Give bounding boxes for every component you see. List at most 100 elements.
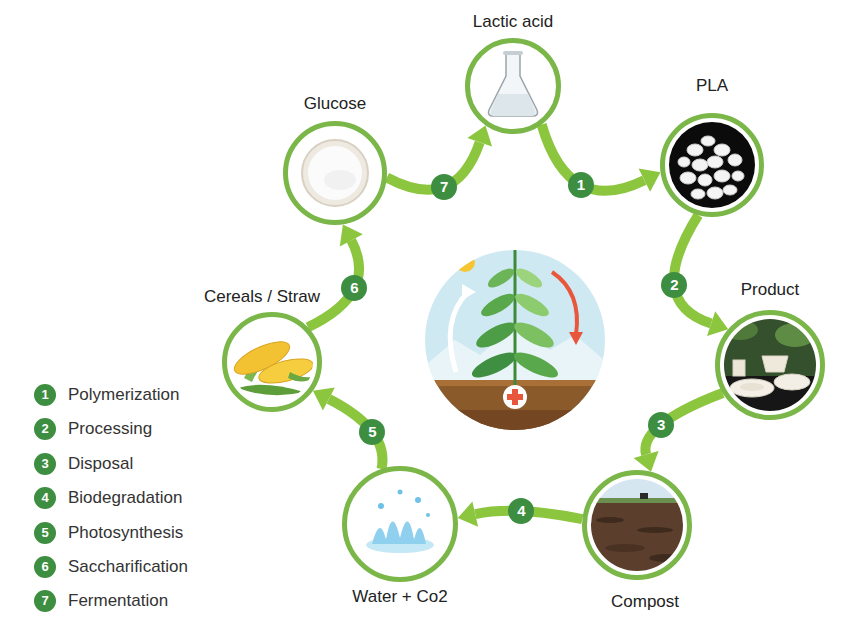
- tableware-picture-part: [775, 323, 815, 347]
- image-circle: Water + Co2: [342, 466, 458, 582]
- center-plant-illustration-part: [503, 385, 527, 409]
- arrow-head: [707, 311, 728, 336]
- node-label: PLA: [696, 76, 728, 96]
- center-plant-illustration-part: [485, 265, 517, 291]
- center-plant-illustration-part: [473, 318, 519, 353]
- callout-number: 1: [34, 384, 56, 406]
- pellets-picture-part: [668, 121, 756, 209]
- step-name: Saccharification: [68, 556, 188, 578]
- arrow-head: [467, 125, 492, 146]
- arrow-head: [313, 388, 335, 411]
- pellets-picture-part: [707, 187, 723, 199]
- callout-number: 7: [34, 590, 56, 612]
- powder-bowl-picture-part: [291, 129, 379, 217]
- tableware-picture-part: [740, 383, 764, 391]
- arrow-shaft: [645, 393, 722, 455]
- center-plant-illustration-part: [420, 410, 610, 440]
- water-splash-picture-part: [426, 513, 430, 517]
- tableware-picture-part: [720, 315, 820, 415]
- step-name: Processing: [68, 418, 152, 440]
- pellets-picture-part: [714, 170, 730, 182]
- center-plant-illustration-part: [462, 284, 476, 300]
- corn-picture-part: [238, 385, 304, 395]
- pellets-picture-part: [701, 136, 715, 146]
- center-plant-illustration-part: [511, 318, 557, 353]
- corn-picture: [230, 320, 316, 404]
- powder-bowl-picture-part: [324, 170, 356, 190]
- water-splash-picture-part: [378, 503, 384, 509]
- soil-picture-part: [585, 498, 690, 503]
- arrow-head: [639, 169, 661, 192]
- powder-bowl-picture-part: [302, 140, 368, 206]
- center-plant-illustration-part: [514, 238, 517, 395]
- flask-picture-part: [491, 94, 536, 116]
- node-label: Compost: [611, 592, 679, 612]
- image-circle: Cereals / Straw: [222, 312, 322, 412]
- step-number: 7: [431, 174, 457, 200]
- tableware-picture-part: [774, 374, 810, 390]
- node-label: Water + Co2: [352, 587, 447, 607]
- arrow-head: [458, 502, 478, 527]
- center-plant-illustration-part: [512, 289, 552, 320]
- callout-number: 5: [34, 522, 56, 544]
- node-label: Glucose: [304, 94, 366, 114]
- image-circle: Lactic acid: [465, 38, 561, 134]
- flask-picture-part: [473, 46, 553, 126]
- image-circle: Compost: [582, 470, 692, 580]
- tableware-picture-part: [733, 360, 745, 376]
- water-splash-picture-part: [398, 490, 403, 495]
- image-circle: Glucose: [283, 121, 387, 225]
- flask-picture-part: [503, 51, 523, 55]
- center-plant-illustration-part: [569, 332, 583, 345]
- center-plant-illustration-part: [469, 348, 519, 383]
- soil-picture-part: [637, 527, 673, 533]
- cycle-arrow: [634, 393, 723, 472]
- center-plant-illustration-part: [420, 380, 610, 440]
- callout-number: 3: [34, 453, 56, 475]
- center-plant-illustration-part: [450, 292, 468, 372]
- pellets-picture-part: [691, 189, 705, 199]
- arrow-head: [340, 224, 363, 246]
- center-plant-illustration-part: [455, 252, 475, 272]
- soil-picture-part: [649, 554, 681, 562]
- node-label: Lactic acid: [473, 12, 553, 32]
- pellets-picture-part: [723, 185, 737, 195]
- soil-picture-part: [640, 493, 648, 499]
- center-plant-illustration: [420, 221, 610, 440]
- tableware-picture-part: [730, 379, 774, 397]
- cycle-arrow: [542, 125, 661, 192]
- flask-picture-part: [489, 54, 538, 116]
- step-name: Polymerization: [68, 384, 180, 406]
- soil-picture-part: [605, 544, 645, 552]
- step-number: 3: [648, 412, 674, 438]
- pellets-picture-part: [728, 154, 742, 166]
- pellets-picture-part: [707, 156, 723, 168]
- pellets-picture-part: [698, 174, 712, 186]
- step-number: 5: [359, 419, 385, 445]
- center-plant-illustration-part: [511, 221, 519, 243]
- step-number: 6: [341, 275, 367, 301]
- soil-picture-part: [585, 503, 690, 583]
- pellets-picture-part: [680, 172, 696, 184]
- soil-picture-part: [596, 517, 624, 523]
- pellets-picture: [668, 121, 756, 209]
- water-splash-picture-part: [415, 497, 421, 503]
- pellets-picture-part: [714, 144, 730, 156]
- flask-picture: [473, 46, 553, 126]
- center-plant-illustration-part: [552, 272, 577, 335]
- step-name: Photosynthesis: [68, 522, 183, 544]
- step-number: 4: [508, 498, 534, 524]
- corn-picture-part: [256, 354, 315, 388]
- image-circle: Product: [715, 310, 825, 420]
- node-label: Cereals / Straw: [204, 287, 320, 307]
- image-circle: PLA: [660, 113, 764, 217]
- step-number: 2: [661, 272, 687, 298]
- pellets-picture-part: [687, 144, 703, 156]
- callout-number: 2: [34, 418, 56, 440]
- step-name: Fermentation: [68, 590, 168, 612]
- center-plant-illustration-part: [513, 265, 545, 291]
